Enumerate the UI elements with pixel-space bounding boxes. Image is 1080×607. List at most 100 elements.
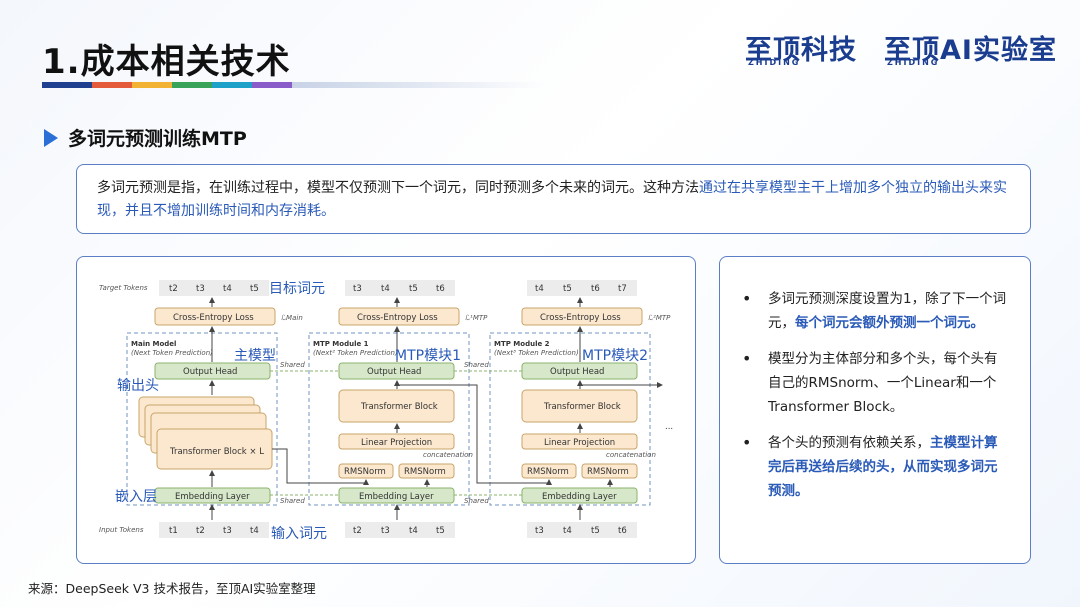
mtp1-title: MTP Module 1 — [313, 340, 369, 348]
token: t3 — [381, 526, 390, 536]
mtp2-transformer-label: Transformer Block — [543, 402, 621, 412]
input-tokens-label: Input Tokens — [99, 526, 144, 534]
title-underline-bar — [42, 82, 542, 88]
token: t2 — [353, 526, 362, 536]
mtp1-output-head-label: Output Head — [367, 367, 421, 377]
summary-item: 各个头的预测有依赖关系，主模型计算完后再送给后续的头，从而实现多词元预测。 — [740, 431, 1010, 503]
token: t2 — [169, 284, 178, 294]
main-loss-label: Cross-Entropy Loss — [173, 313, 254, 323]
mtp1-transformer-label: Transformer Block — [360, 402, 438, 412]
shared-label: Shared — [280, 497, 305, 505]
token: t4 — [535, 284, 544, 294]
main-input-tokens: t1 t2 t3 t4 — [159, 522, 269, 538]
logo-zhiding-ai-lab: 至顶AI实验室 — [884, 35, 1057, 66]
target-tokens-label: Target Tokens — [99, 284, 148, 292]
mtp2-concat-label: concatenation — [606, 451, 656, 459]
shared-label: Shared — [464, 361, 489, 369]
mtp2-rmsnorm-left-label: RMSNorm — [527, 467, 569, 477]
token: t6 — [436, 284, 445, 294]
logo-zhiding-tech-sub: ZHIDING — [748, 58, 801, 67]
summary-list: 多词元预测深度设置为1，除了下一个词元，每个词元会额外预测一个词元。 模型分为主… — [740, 287, 1010, 503]
mtp1-loss-box — [338, 307, 460, 326]
mtp2-loss-symbol: ℒ²MTP — [648, 314, 671, 322]
cn-embedding-layer: 嵌入层 — [115, 489, 157, 505]
token: t2 — [196, 526, 205, 536]
shared-label: Shared — [464, 497, 489, 505]
main-to-mtp1-link — [272, 448, 369, 485]
summary-item: 模型分为主体部分和多个头，每个头有自己的RMSnorm、一个Linear和一个T… — [740, 347, 1010, 419]
mtp2-embedding-label: Embedding Layer — [542, 492, 617, 502]
token: t3 — [196, 284, 205, 294]
mtp1-embedding-label: Embedding Layer — [359, 492, 434, 502]
token: t6 — [618, 526, 627, 536]
mtp2-loss-label: Cross-Entropy Loss — [540, 313, 621, 323]
section-heading-text: 多词元预测训练MTP — [68, 128, 247, 150]
mtp2-rmsnorm-right — [581, 463, 638, 479]
mtp1-loss-symbol: ℒ¹MTP — [465, 314, 488, 322]
token: t5 — [591, 526, 600, 536]
token: t3 — [223, 526, 232, 536]
mtp1-linear-label: Linear Projection — [361, 438, 432, 448]
mtp2-output-head-label: Output Head — [550, 367, 604, 377]
cn-mtp-module-2: MTP模块2 — [582, 348, 648, 364]
summary-item-text: 多词元预测深度设置为1，除了下一个词元， — [768, 291, 1007, 331]
mtp-diagram: Target Tokens Input Tokens t2 t3 t4 t5 C… — [99, 280, 673, 542]
mtp1-rmsnorm-left — [338, 463, 394, 479]
mtp1-sub: (Next² Token Prediction) — [313, 349, 398, 357]
main-transformer-stack: Transformer Block × L — [138, 396, 273, 470]
main-loss-box — [154, 307, 276, 326]
source-note: 来源：DeepSeek V3 技术报告，至顶AI实验室整理 — [28, 581, 316, 596]
summary-item-highlight: 主模型计算完后再送给后续的头，从而实现多词元预测。 — [768, 435, 998, 499]
token: t5 — [250, 284, 259, 294]
shared-label: Shared — [280, 361, 305, 369]
token: t4 — [409, 526, 418, 536]
token: t5 — [436, 526, 445, 536]
token: t6 — [591, 284, 600, 294]
token: t4 — [381, 284, 390, 294]
mtp2-loss-box — [521, 307, 643, 326]
mtp1-input-tokens: t2 t3 t4 t5 — [345, 522, 455, 538]
mtp1-concat-label: concatenation — [423, 451, 473, 459]
main-model-sub: (Next Token Prediction) — [131, 349, 213, 357]
token: t7 — [618, 284, 627, 294]
summary-item-highlight: 每个词元会额外预测一个词元。 — [795, 315, 984, 331]
cn-input-tokens: 输入词元 — [271, 526, 327, 542]
token: t5 — [409, 284, 418, 294]
token: t4 — [250, 526, 259, 536]
intro-box: 多词元预测是指，在训练过程中，模型不仅预测下一个词元，同时预测多个未来的词元。这… — [76, 164, 1031, 234]
mtp2-sub: (Next³ Token Prediction) — [494, 349, 579, 357]
cn-output-head: 输出头 — [117, 378, 159, 394]
mtp2-title: MTP Module 2 — [494, 340, 550, 348]
mtp1-to-mtp2-link — [396, 384, 552, 485]
main-target-tokens: t2 t3 t4 t5 — [159, 280, 269, 296]
mtp1-transformer-block — [338, 389, 455, 423]
main-output-head-label: Output Head — [183, 367, 237, 377]
summary-item-text: 各个头的预测有依赖关系， — [768, 435, 930, 451]
summary-box: 多词元预测深度设置为1，除了下一个词元，每个词元会额外预测一个词元。 模型分为主… — [719, 256, 1031, 564]
mtp2-linear-projection — [521, 433, 638, 450]
token: t3 — [535, 526, 544, 536]
mtp2-transformer-block — [521, 389, 638, 423]
mtp2-target-tokens: t4 t5 t6 t7 — [527, 280, 637, 296]
main-embedding-label: Embedding Layer — [175, 492, 250, 502]
mtp2-input-tokens: t3 t4 t5 t6 — [527, 522, 637, 538]
main-transformer-label: Transformer Block × L — [169, 447, 264, 457]
mtp2-rmsnorm-left — [521, 463, 577, 479]
mtp2-rmsnorm-right-label: RMSNorm — [587, 467, 629, 477]
mtp1-target-tokens: t3 t4 t5 t6 — [345, 280, 455, 296]
intro-text: 多词元预测是指，在训练过程中，模型不仅预测下一个词元，同时预测多个未来的词元。这… — [97, 180, 699, 196]
token: t4 — [223, 284, 232, 294]
summary-item: 多词元预测深度设置为1，除了下一个词元，每个词元会额外预测一个词元。 — [740, 287, 1010, 335]
page-title: 1.成本相关技术 — [42, 42, 291, 82]
token: t5 — [563, 284, 572, 294]
cn-main-model: 主模型 — [234, 348, 276, 364]
mtp1-linear-projection — [338, 433, 455, 450]
section-heading: 多词元预测训练MTP — [44, 124, 247, 151]
intro-highlight: 通过在共享模型主干上增加多个独立的输出头来实现，并且不增加训练时间和内存消耗。 — [97, 180, 1007, 219]
mtp1-rmsnorm-right-label: RMSNorm — [404, 467, 446, 477]
cn-target-tokens: 目标词元 — [269, 281, 325, 297]
summary-item-text: 模型分为主体部分和多个头，每个头有自己的RMSnorm、一个Linear和一个T… — [768, 351, 998, 415]
mtp-diagram-box: Target Tokens Input Tokens t2 t3 t4 t5 C… — [76, 256, 696, 564]
logo-zhiding-tech: 至顶科技 — [745, 35, 857, 66]
mtp1-loss-label: Cross-Entropy Loss — [357, 313, 438, 323]
